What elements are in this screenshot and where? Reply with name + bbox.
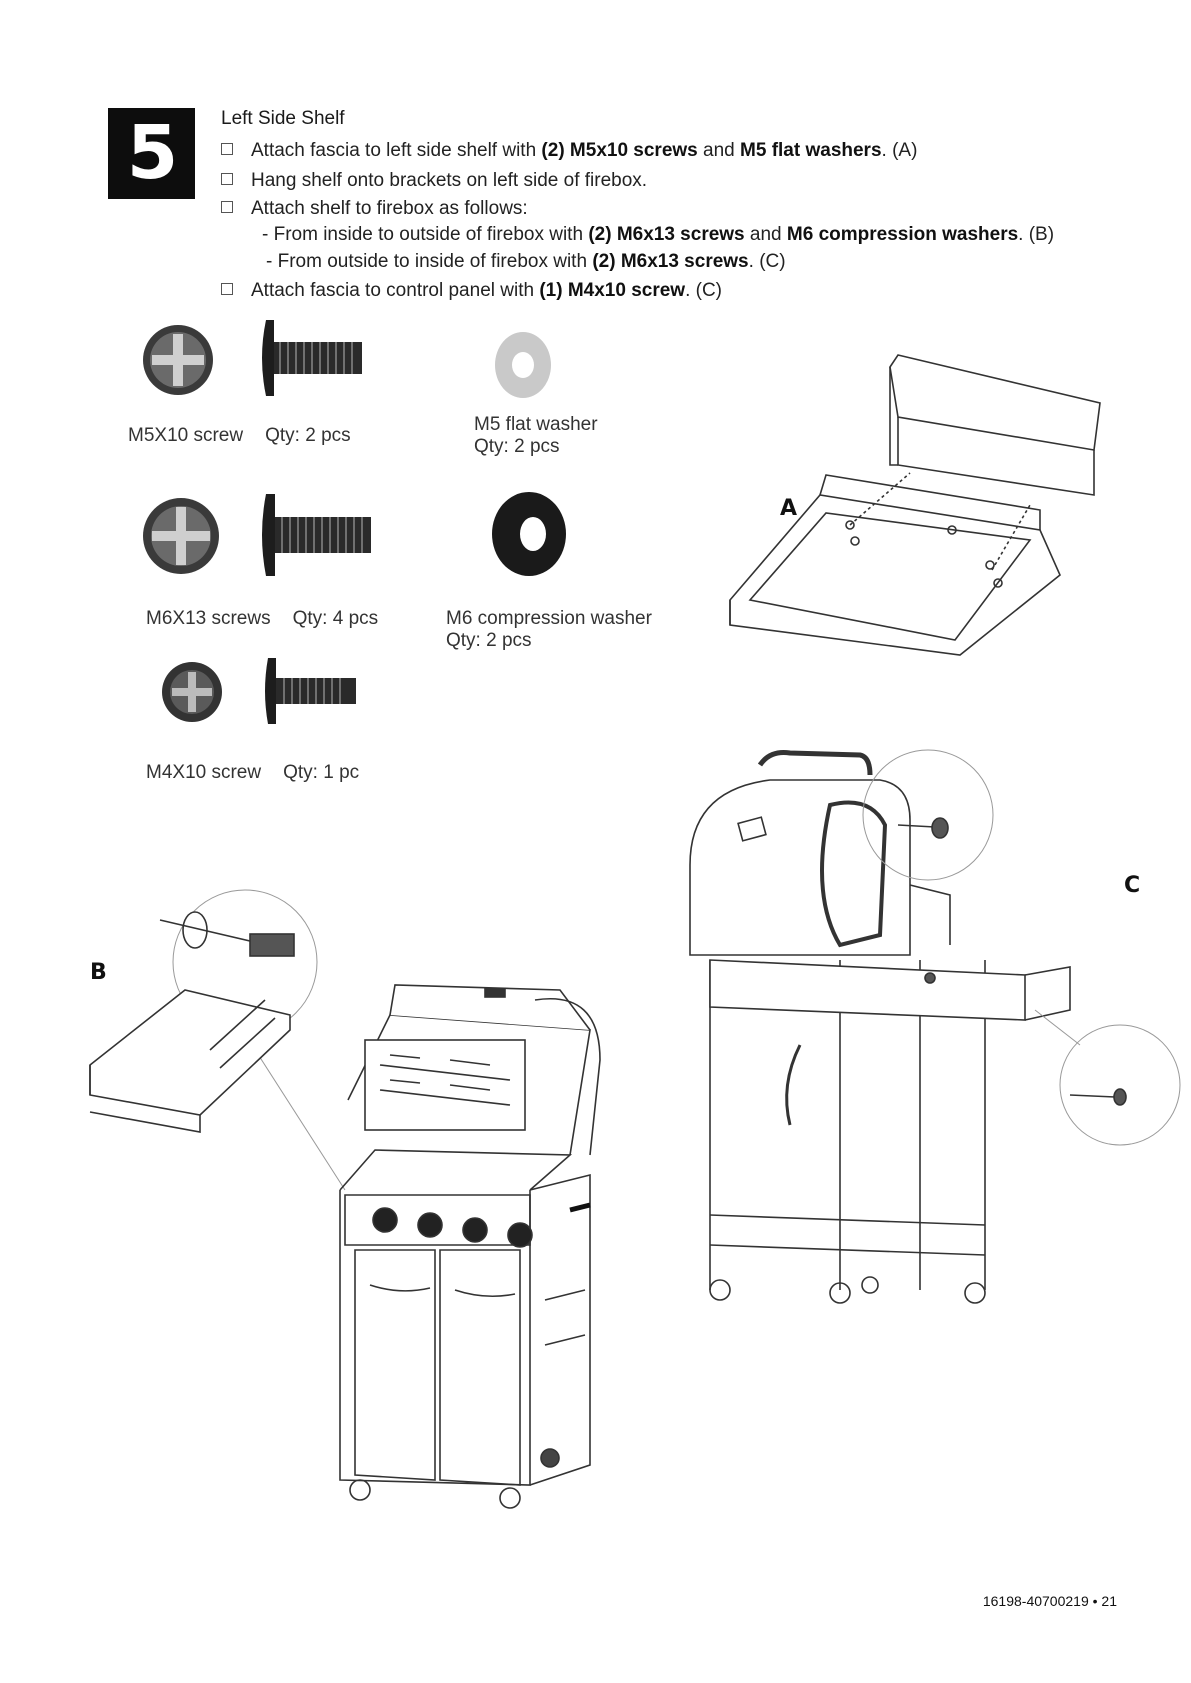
m5-screw-label: M5X10 screw Qty: 2 pcs	[128, 425, 351, 447]
grill-side-diagram	[689, 749, 1181, 1304]
shelf-assembly-diagram	[729, 354, 1101, 656]
checkbox-icon	[221, 201, 233, 213]
hardware-name: M6X13 screws	[146, 608, 271, 629]
instruction-text: - From inside to outside of firebox with	[262, 224, 589, 245]
grill-front-diagram	[89, 889, 601, 1509]
instruction-bold: (2) M6x13 screws	[588, 224, 745, 245]
hardware-qty: Qty: 2 pcs	[265, 425, 351, 446]
sub-instruction-1: - From inside to outside of firebox with…	[262, 224, 1054, 246]
m4-screw-label: M4X10 screw Qty: 1 pc	[146, 762, 359, 784]
m4-screw-side-icon	[265, 658, 356, 724]
instruction-text: Attach fascia to left side shelf with	[251, 140, 542, 161]
checkbox-icon	[221, 173, 233, 185]
instruction-text: - From outside to inside of firebox with	[266, 251, 593, 272]
section-title: Left Side Shelf	[221, 108, 345, 129]
hardware-name: M4X10 screw	[146, 762, 262, 783]
instruction-text: Hang shelf onto brackets on left side of…	[251, 170, 648, 191]
instruction-bold: (2) M5x10 screws	[541, 140, 698, 161]
hardware-name: M5X10 screw	[128, 425, 244, 446]
step-number-badge: 5	[108, 108, 195, 199]
instruction-text: and	[697, 140, 741, 161]
instruction-text: Attach fascia to control panel with	[251, 280, 540, 301]
instruction-text: . (C)	[685, 280, 723, 301]
instruction-bold: (2) M6x13 screws	[592, 251, 749, 272]
instruction-bold: M5 flat washers	[740, 140, 882, 161]
m6-screw-side-icon	[262, 494, 371, 576]
m5-screw-head-icon	[143, 325, 213, 395]
checkbox-icon	[221, 143, 233, 155]
hardware-name: M5 flat washer	[474, 414, 598, 435]
m6-screw-head-icon	[143, 498, 219, 574]
instruction-1: Attach fascia to left side shelf with (2…	[221, 140, 917, 162]
m5-flat-washer-icon	[495, 332, 551, 398]
instruction-text: . (C)	[748, 251, 786, 272]
m6-compression-washer-icon	[492, 492, 566, 576]
m6-screw-label: M6X13 screws Qty: 4 pcs	[146, 608, 378, 630]
sub-instruction-2: - From outside to inside of firebox with…	[266, 251, 786, 273]
hardware-qty: Qty: 1 pc	[283, 762, 360, 783]
instruction-text: and	[744, 224, 787, 245]
instruction-4: Attach fascia to control panel with (1) …	[221, 280, 722, 302]
m4-screw-head-icon	[162, 662, 222, 722]
hardware-qty: Qty: 4 pcs	[292, 608, 379, 629]
callout-a: A	[780, 496, 798, 521]
instruction-text: . (A)	[881, 140, 918, 161]
callout-b: B	[90, 960, 107, 985]
hardware-name: M6 compression washer	[446, 608, 652, 629]
instruction-3: Attach shelf to firebox as follows:	[221, 198, 528, 220]
m5-screw-side-icon	[262, 320, 362, 396]
instruction-text: . (B)	[1018, 224, 1055, 245]
page-footer: 16198-40700219 • 21	[982, 1593, 1117, 1609]
callout-c: C	[1124, 873, 1141, 898]
instruction-text: Attach shelf to firebox as follows:	[251, 198, 528, 219]
instruction-2: Hang shelf onto brackets on left side of…	[221, 170, 647, 192]
hardware-qty: Qty: 2 pcs	[474, 436, 560, 457]
instruction-bold: M6 compression washers	[786, 224, 1019, 245]
hardware-qty: Qty: 2 pcs	[446, 630, 532, 651]
instruction-bold: (1) M4x10 screw	[539, 280, 686, 301]
checkbox-icon	[221, 283, 233, 295]
